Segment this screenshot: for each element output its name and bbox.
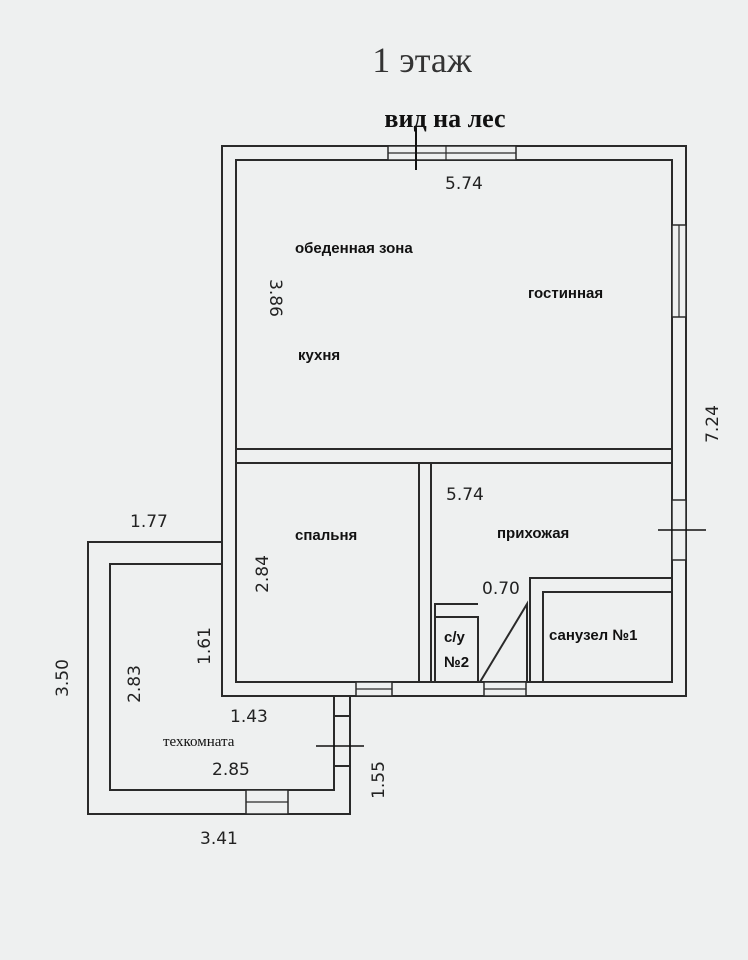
dim-right-total: 7.24 <box>703 405 723 443</box>
room-wc2-line1: с/у <box>444 629 466 646</box>
room-bath1: санузел №1 <box>549 627 637 644</box>
window-right <box>671 224 687 318</box>
room-bedroom: спальня <box>295 527 357 544</box>
room-dining: обеденная зона <box>295 240 413 257</box>
room-hall: прихожая <box>497 525 569 542</box>
dim-bedroom-height: 2.84 <box>253 555 273 593</box>
dim-annex-door: 1.43 <box>230 707 268 727</box>
dim-annex-depth: 1.55 <box>369 761 389 799</box>
dim-annex-bottom: 3.41 <box>200 829 238 849</box>
room-kitchen: кухня <box>298 347 340 364</box>
dim-hall-width: 5.74 <box>446 485 484 505</box>
floor-title: 1 этаж <box>372 40 473 80</box>
dim-annex-total: 3.50 <box>53 659 73 697</box>
dim-bath-width: 0.70 <box>482 579 520 599</box>
main-house-walls <box>221 145 687 697</box>
window-bottom-middle <box>355 681 393 697</box>
dim-left-upper: 3.86 <box>265 279 285 317</box>
room-living: гостинная <box>528 285 603 302</box>
dim-annex-inner: 2.83 <box>125 665 145 703</box>
annex-walls <box>87 541 351 815</box>
dim-left-step: 1.61 <box>195 627 215 665</box>
annex-window <box>245 789 289 815</box>
orientation-label: вид на лес <box>384 104 505 133</box>
dim-utility-width: 2.85 <box>212 760 250 780</box>
dim-annex-top: 1.77 <box>130 512 168 532</box>
dim-top-width: 5.74 <box>445 174 483 194</box>
room-wc2-line2: №2 <box>444 654 469 671</box>
entrance-door-right <box>658 499 706 561</box>
window-top <box>387 145 517 161</box>
room-utility: техкомната <box>163 734 235 750</box>
window-bottom-stairs <box>483 681 527 697</box>
